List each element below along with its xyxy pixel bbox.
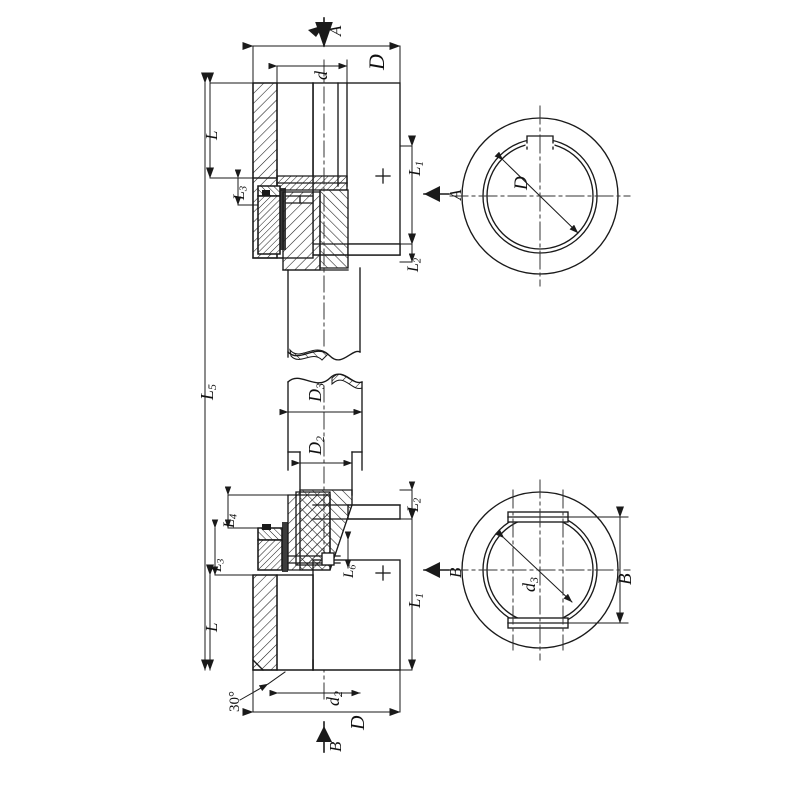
dim-label-L5-overall: L5: [197, 384, 219, 400]
dim-label-L-upper: L: [202, 130, 221, 140]
dim-label-L3-lower: L3: [209, 558, 227, 572]
dim-label-L1-lower: L1: [405, 592, 426, 608]
section-mark-a-right: A: [446, 189, 465, 200]
dim-label-L1-upper: L1: [405, 160, 426, 176]
end-view-upper-diameter-label: D: [511, 176, 532, 190]
end-view-lower-diameter-label: d3: [519, 577, 541, 592]
dim-label-L2-lower: L2: [405, 497, 424, 512]
dim-label-D2: D2: [305, 436, 327, 455]
dim-label-d2-bottom: d2: [323, 691, 345, 706]
section-mark-a-top: A: [326, 25, 345, 36]
end-view-lower-width-label: B: [615, 573, 636, 585]
dim-label-L3-upper: L3: [231, 185, 250, 200]
dim-label-L4-lower: L4: [221, 513, 240, 528]
dim-label-L-lower: L: [202, 622, 221, 632]
dim-label-angle-30: 30°: [227, 691, 243, 712]
dim-label-D-bottom: D: [347, 715, 369, 730]
dim-label-d-top: d: [311, 71, 331, 80]
section-mark-b-left: B: [446, 567, 465, 578]
dim-label-L6: L6: [341, 564, 359, 578]
dim-label-D3: D3: [305, 383, 327, 402]
section-mark-b-bottom: B: [326, 741, 345, 752]
dim-label-L2-upper: L2: [405, 257, 424, 272]
dim-label-D-top: D: [364, 54, 389, 70]
